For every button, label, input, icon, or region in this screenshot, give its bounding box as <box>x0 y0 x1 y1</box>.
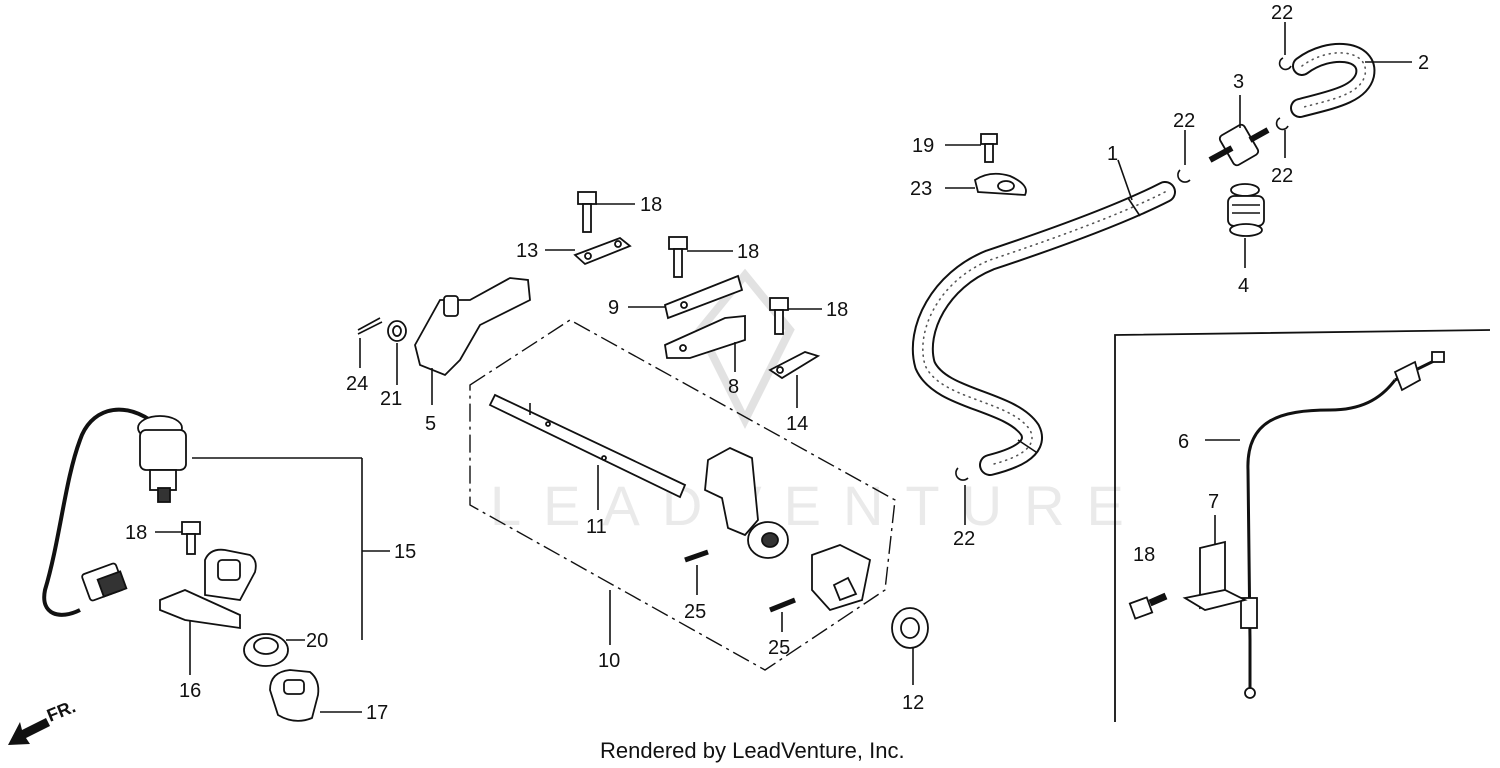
label-22-bottom: 22 <box>953 528 975 550</box>
bolt-18-mid <box>668 236 688 278</box>
bolt-18-left <box>181 521 201 555</box>
nut-20 <box>243 633 289 667</box>
bolt-18-top <box>577 191 597 233</box>
label-18-left: 18 <box>125 522 147 544</box>
front-label: FR. <box>44 696 78 725</box>
label-2: 2 <box>1418 52 1429 74</box>
part-labels: 1 2 3 4 5 6 7 8 9 10 11 12 13 14 15 16 1… <box>125 2 1429 724</box>
clip-22-top <box>1278 57 1292 71</box>
fuel-hose-2 <box>1290 42 1376 118</box>
hose-clips <box>955 57 1292 481</box>
label-22-top: 22 <box>1271 2 1293 24</box>
assembly-10 <box>469 319 896 671</box>
arrow-icon <box>8 718 50 745</box>
watermark-text: LEADVENTURE <box>490 474 1146 537</box>
label-23: 23 <box>910 178 932 200</box>
plate-8 <box>664 315 746 359</box>
inset-frame <box>1114 329 1491 722</box>
label-1: 1 <box>1107 143 1118 165</box>
label-25-left: 25 <box>684 601 706 623</box>
label-18-top: 18 <box>640 194 662 216</box>
bracket-7 <box>1182 540 1248 611</box>
label-14: 14 <box>786 413 808 435</box>
arm-5 <box>414 277 531 377</box>
bolt-18-right <box>769 297 789 335</box>
label-18-right: 18 <box>826 299 848 321</box>
label-18-mid: 18 <box>737 241 759 263</box>
label-22-right: 22 <box>1271 165 1293 187</box>
label-4: 4 <box>1238 275 1249 297</box>
label-9: 9 <box>608 297 619 319</box>
label-11: 11 <box>586 516 607 538</box>
fuel-filter-3 <box>1208 123 1270 167</box>
render-caption: Rendered by LeadVenture, Inc. <box>600 738 905 763</box>
bolt-18-inset <box>1128 592 1168 620</box>
label-17: 17 <box>366 702 388 724</box>
plate-14 <box>768 351 821 380</box>
plate-13 <box>573 236 632 266</box>
label-7: 7 <box>1208 491 1219 513</box>
nut-12 <box>891 607 929 649</box>
label-6: 6 <box>1178 431 1189 453</box>
front-direction-indicator: FR. <box>8 696 78 745</box>
label-24: 24 <box>346 373 368 395</box>
label-21: 21 <box>380 388 402 410</box>
fuel-strainer-4 <box>1227 183 1265 237</box>
cable-6 <box>1240 351 1445 699</box>
label-19: 19 <box>912 135 934 157</box>
bolt-19 <box>980 133 998 163</box>
clip-22-mid <box>1177 169 1191 183</box>
clamp-23 <box>973 172 1027 196</box>
label-10: 10 <box>598 650 620 672</box>
label-22-mid: 22 <box>1173 110 1195 132</box>
fuel-hose-1 <box>911 181 1176 476</box>
watermark: LEADVENTURE <box>490 268 1146 537</box>
label-8: 8 <box>728 376 739 398</box>
cotter-pin-24 <box>357 317 383 335</box>
label-16: 16 <box>179 680 201 702</box>
boot-17 <box>269 669 320 722</box>
label-20: 20 <box>306 630 328 652</box>
label-5: 5 <box>425 413 436 435</box>
clip-22-right <box>1275 117 1289 131</box>
washer-21 <box>387 320 407 342</box>
label-25-right: 25 <box>768 637 790 659</box>
switch-assembly-15 <box>42 407 187 617</box>
label-13: 13 <box>516 240 538 262</box>
label-3: 3 <box>1233 71 1244 93</box>
clip-22-bottom <box>955 467 969 481</box>
shaft-11 <box>488 393 687 499</box>
plate-9 <box>663 274 744 320</box>
label-12: 12 <box>902 692 924 714</box>
leader-lines <box>155 22 1412 713</box>
label-18-inset: 18 <box>1133 544 1155 566</box>
bracket-16 <box>159 548 257 630</box>
label-15: 15 <box>394 541 416 563</box>
